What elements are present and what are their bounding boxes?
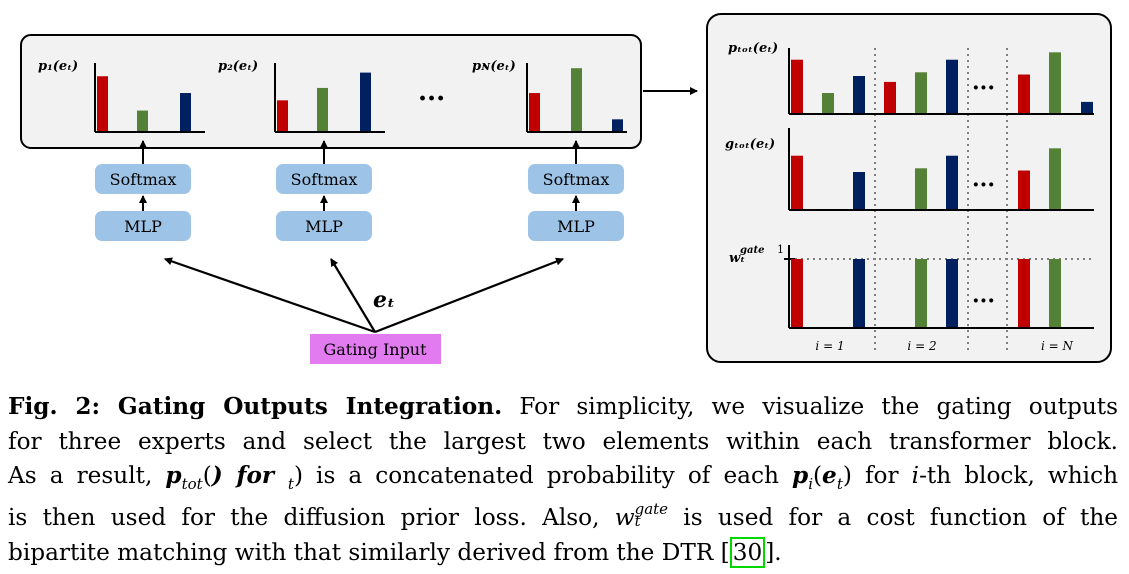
gtot-bar-1 <box>791 155 803 209</box>
expert-2-bar-1 <box>277 100 288 131</box>
softmax-label-n: Softmax <box>543 170 610 189</box>
caption-line-2: for three experts and select the largest… <box>8 427 1118 455</box>
gtot-ellipsis: ··· <box>972 172 995 198</box>
softmax-box-1 <box>95 164 191 194</box>
gating-input-label: Gating Input <box>323 340 427 359</box>
experts-ellipsis: ··· <box>418 84 445 114</box>
softmax-label-2: Softmax <box>291 170 358 189</box>
expert-3-bar-2 <box>571 68 582 131</box>
ptot-bar-2 <box>822 93 834 113</box>
block-label-2: i = 2 <box>907 339 936 353</box>
reference-link-30[interactable]: 30 <box>729 537 766 569</box>
gating-stack-1: Softmax MLP <box>95 140 191 241</box>
expert-2-label: p₂(eₜ) <box>218 59 258 74</box>
caption-line-1: Fig. 2: Gating Outputs Integration. For … <box>8 393 1118 420</box>
softmax-label-1: Softmax <box>110 170 177 189</box>
expert-2-bar-3 <box>360 72 371 131</box>
block-label-1: i = 1 <box>815 339 844 353</box>
expert-probabilities-panel <box>20 34 642 149</box>
arrow-to-mlp-2 <box>330 258 376 333</box>
gating-stack-n: Softmax MLP <box>528 140 624 241</box>
wgate-bar-2 <box>853 259 865 327</box>
gtot-bar-6 <box>1049 148 1061 209</box>
arrow-to-mlp-1 <box>164 257 376 334</box>
softmax-box-2 <box>276 164 372 194</box>
ptot-bar-3 <box>853 76 865 113</box>
block-label-n: i = N <box>1041 339 1074 353</box>
ptot-plot: pₜₒₜ(eₜ) ··· <box>728 41 1094 115</box>
wgate-bar-3 <box>915 259 927 327</box>
gtot-bar-4 <box>946 155 958 209</box>
figure-caption: Fig. 2: Gating Outputs Integration. For … <box>8 390 1118 571</box>
expert-n-plot: pɴ(eₜ) <box>472 59 627 133</box>
expert-n-label: pɴ(eₜ) <box>472 59 516 74</box>
gtot-label: gₜₒₜ(eₜ) <box>725 137 775 152</box>
gating-stack-2: Softmax MLP <box>276 140 372 241</box>
wgate-superscript: gate <box>740 245 764 256</box>
mlp-label-n: MLP <box>557 217 595 236</box>
caption-line-3: As a result, ptot() for t) is a concaten… <box>8 462 1119 493</box>
expert-1-bar-2 <box>137 110 148 131</box>
caption-line-4: is then used for the diffusion prior los… <box>8 500 1119 532</box>
wgate-bar-5 <box>1018 259 1030 327</box>
mlp-box-1 <box>95 211 191 241</box>
softmax-box-n <box>528 164 624 194</box>
arrow-to-mlp-n <box>374 257 564 334</box>
figure-label: Fig. 2: Gating Outputs Integration. <box>8 393 503 420</box>
ptot-bar-4 <box>884 81 896 113</box>
expert-3-bar-1 <box>529 93 540 131</box>
ptot-bar-1 <box>791 59 803 113</box>
expert-2-bar-2 <box>317 87 328 131</box>
wgate-bar-6 <box>1049 259 1061 327</box>
mlp-label-1: MLP <box>124 217 162 236</box>
caption-line-5: bipartite matching with that similarly d… <box>8 537 782 569</box>
gtot-plot: gₜₒₜ(eₜ) ··· <box>725 128 1094 211</box>
gating-input-box <box>310 334 441 364</box>
one-label: 1 <box>777 243 784 256</box>
ptot-bar-9 <box>1081 101 1093 113</box>
expert-1-label: p₁(eₜ) <box>38 59 78 74</box>
wgate-label: wₜgate <box>729 245 764 266</box>
embedding-label: eₜ <box>373 287 395 313</box>
ptot-bar-7 <box>1018 74 1030 113</box>
expert-3-bar-3 <box>612 119 623 131</box>
expert-2-plot: p₂(eₜ) <box>218 59 385 133</box>
gtot-bar-2 <box>853 172 865 209</box>
ptot-bar-6 <box>946 59 958 113</box>
expert-1-bar-1 <box>97 76 108 131</box>
wgate-bar-4 <box>946 259 958 327</box>
gtot-bar-5 <box>1018 170 1030 209</box>
mlp-box-2 <box>276 211 372 241</box>
mlp-label-2: MLP <box>305 217 343 236</box>
wgate-plot: wₜgate 1 ··· <box>729 243 1094 329</box>
integration-panel <box>706 13 1112 363</box>
expert-1-plot: p₁(eₜ) <box>38 59 205 133</box>
expert-1-bar-3 <box>180 93 191 131</box>
gtot-bar-3 <box>915 168 927 209</box>
ptot-ellipsis: ··· <box>972 75 995 101</box>
mlp-box-n <box>528 211 624 241</box>
ptot-bar-5 <box>915 72 927 113</box>
wgate-bar-1 <box>791 259 803 327</box>
gating-figure: p₁(eₜ) p₂(eₜ) ··· pɴ(eₜ) Softmax MLP Sof… <box>20 13 1112 364</box>
wgate-ellipsis: ··· <box>972 288 995 314</box>
ptot-label: pₜₒₜ(eₜ) <box>728 41 778 56</box>
ptot-bar-8 <box>1049 52 1061 113</box>
